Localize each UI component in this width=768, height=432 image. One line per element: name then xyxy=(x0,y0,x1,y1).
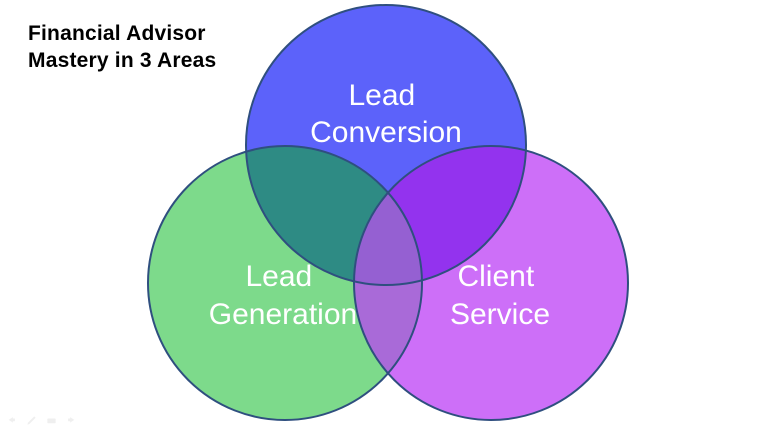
venn-outline-client-service xyxy=(353,145,629,421)
eraser-icon[interactable] xyxy=(46,415,57,426)
redo-arrow-icon[interactable] xyxy=(66,415,77,426)
page-title: Financial Advisor Mastery in 3 Areas xyxy=(28,22,217,73)
bottom-toolbar[interactable] xyxy=(6,415,77,426)
venn-outline-lead-generation xyxy=(147,145,423,421)
undo-arrow-icon[interactable] xyxy=(6,415,17,426)
pen-icon[interactable] xyxy=(26,415,37,426)
venn-outline-lead-conversion xyxy=(245,4,527,286)
